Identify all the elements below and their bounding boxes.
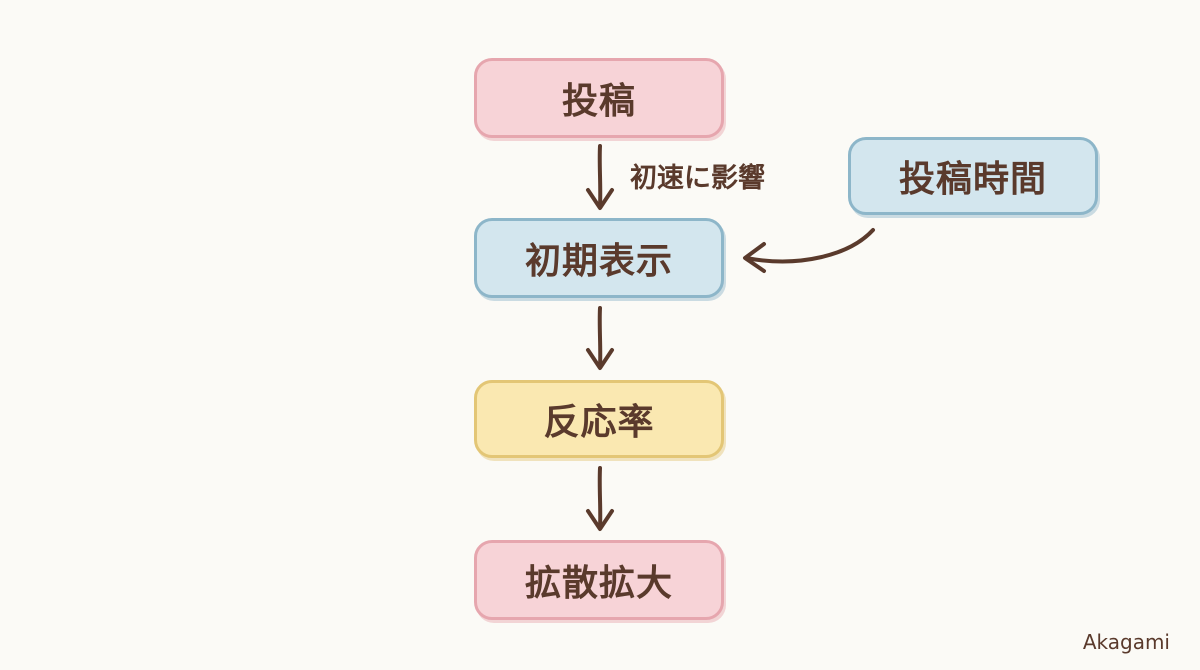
watermark: Akagami <box>1082 630 1170 654</box>
arrow-display-to-reaction <box>597 306 603 369</box>
arrowhead-time-to-display <box>743 242 766 273</box>
node-initial-display: 初期表示 <box>474 218 724 298</box>
arrow-post-to-display <box>597 144 603 209</box>
edge-label-initial-speed: 初速に影響 <box>630 163 765 194</box>
arrowhead-display-to-reaction <box>586 348 614 370</box>
node-spread: 拡散拡大 <box>474 540 724 620</box>
arrowhead-post-to-display <box>586 188 614 210</box>
node-post: 投稿 <box>474 58 724 138</box>
arrowhead-reaction-to-spread <box>586 509 614 531</box>
node-reaction-rate: 反応率 <box>474 380 724 458</box>
node-post-time: 投稿時間 <box>848 137 1098 215</box>
arrow-reaction-to-spread <box>597 466 603 530</box>
arrow-time-to-display <box>744 228 875 264</box>
